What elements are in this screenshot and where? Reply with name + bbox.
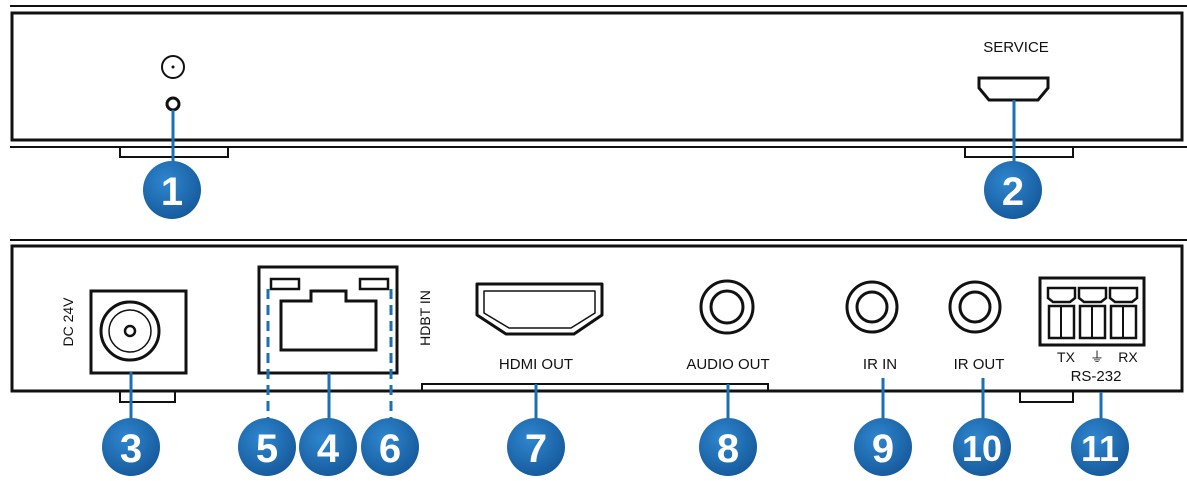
terminal-block-icon <box>1038 276 1146 347</box>
callout-8-number: 8 <box>717 427 739 471</box>
rs232-tx-label: TX <box>1057 349 1076 365</box>
dc-jack-icon <box>89 289 188 375</box>
ground-icon: ⏚ <box>1090 349 1104 365</box>
callout-6: 6 <box>361 418 419 476</box>
micro-usb-port-icon <box>977 76 1050 102</box>
callout-4-number: 4 <box>317 427 340 471</box>
callout-3: 3 <box>102 418 160 476</box>
audio-jack-icon <box>699 279 755 335</box>
callout-5-number: 5 <box>256 427 278 471</box>
callout-2-number: 2 <box>1002 170 1024 214</box>
ir-jack-icon <box>845 280 899 334</box>
callout-9: 9 <box>854 418 912 476</box>
hdmi-port-icon <box>475 282 604 336</box>
callout-2: 2 <box>984 161 1042 219</box>
dc-label: DC 24V <box>60 297 76 347</box>
callout-11-number: 11 <box>1081 428 1119 469</box>
rs232-rx-label: RX <box>1118 349 1138 365</box>
callout-3-number: 3 <box>120 427 142 471</box>
callout-10: 10 <box>953 418 1011 476</box>
front-panel: SERVICE <box>10 5 1187 158</box>
callout-11: 11 <box>1071 418 1129 476</box>
callout-7-number: 7 <box>525 427 547 471</box>
callout-6-number: 6 <box>379 427 401 471</box>
callout-8: 8 <box>699 418 757 476</box>
callout-4: 4 <box>299 418 357 476</box>
callout-10-number: 10 <box>962 428 1002 469</box>
power-button-icon <box>165 96 181 112</box>
ir-out-label: IR OUT <box>954 356 1005 373</box>
callout-1-number: 1 <box>161 170 183 214</box>
rs232-label: RS-232 <box>1071 368 1122 385</box>
callout-7: 7 <box>507 418 565 476</box>
hdbt-label: HDBT IN <box>417 290 433 346</box>
service-label: SERVICE <box>983 39 1049 56</box>
ir-in-label: IR IN <box>863 356 897 373</box>
callout-9-number: 9 <box>872 427 894 471</box>
ir-jack-icon <box>948 280 1002 334</box>
rear-panel: DC 24V HDBT IN HDMI OUT AUDIO OUT <box>10 239 1187 403</box>
power-led-icon <box>161 55 185 79</box>
callout-1: 1 <box>143 161 201 219</box>
hdmi-label: HDMI OUT <box>499 356 573 373</box>
callout-5: 5 <box>238 418 296 476</box>
rear-foot-left <box>119 392 176 403</box>
rj45-port-icon <box>257 265 399 375</box>
rear-center-strip <box>421 383 769 392</box>
front-foot-right <box>964 148 1074 158</box>
audio-label: AUDIO OUT <box>686 356 769 373</box>
rear-foot-right <box>1019 392 1074 403</box>
